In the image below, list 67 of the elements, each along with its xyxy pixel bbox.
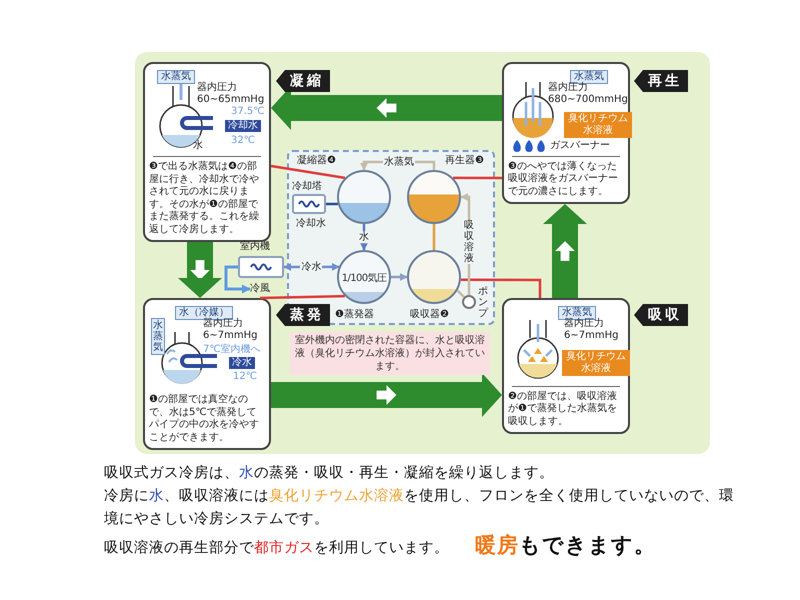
note-text: 器内圧力 6~7mmHg xyxy=(203,318,258,342)
edge-label: 水蒸気 xyxy=(383,156,415,168)
description-text: 冷房に水、吸収溶液には臭化リチウム水溶液を使用し、フロンを全く使用していないので、環境にやさしい冷房システムです。 xyxy=(104,486,734,529)
description-text: ❶の部屋では真空なので、水は5℃で蒸発してパイプの中の水を冷やすことができます。 xyxy=(149,394,260,444)
temperature-text: 32℃ xyxy=(231,135,255,147)
note-text: ガスバーナー xyxy=(550,140,610,152)
pressure-text: 1/100気圧 xyxy=(342,273,386,285)
part-label: 冷却塔 xyxy=(292,181,322,193)
part-label: 冷却水 xyxy=(296,218,326,230)
leader-line xyxy=(453,176,502,180)
vessel xyxy=(407,250,461,304)
water-tag: 冷却水 xyxy=(225,120,261,132)
flow-band-arrow xyxy=(271,376,502,417)
pipe xyxy=(432,224,436,250)
stage-tab: 凝縮 xyxy=(276,70,330,92)
pipe xyxy=(456,290,465,298)
info-card xyxy=(143,298,271,450)
pipe xyxy=(326,202,338,206)
edge-label: 水 xyxy=(358,231,370,243)
pipe xyxy=(391,273,408,281)
pipe xyxy=(224,266,251,294)
part-label: ❶蒸発器 xyxy=(335,309,374,321)
vessel xyxy=(337,250,391,304)
leader-line xyxy=(270,164,346,180)
part-label: 凝縮器❹ xyxy=(297,155,336,167)
part-label: 再生器❸ xyxy=(445,155,484,167)
info-card xyxy=(502,62,630,204)
flow-band-arrow xyxy=(178,242,222,298)
description-text: ❸のへやでは薄くなった吸収溶液をガスバーナーで元の濃さにします。 xyxy=(508,160,619,198)
flow-band-arrow xyxy=(271,92,502,130)
part-label: 室内機 xyxy=(240,241,270,253)
stage-tab: 吸収 xyxy=(634,304,688,326)
description-text: 吸収溶液の再生部分で都市ガスを利用しています。 xyxy=(104,538,449,558)
vessel xyxy=(407,170,461,224)
indoor-unit xyxy=(238,256,284,278)
temperature-text: 12℃ xyxy=(233,371,257,383)
edge-label: 吸収溶液 xyxy=(463,220,475,264)
info-card xyxy=(502,298,630,434)
cooling-tower xyxy=(292,194,326,214)
part-label: ポンプ xyxy=(478,286,488,319)
pump xyxy=(462,295,476,309)
edge-label: 冷水 xyxy=(300,261,322,273)
info-card xyxy=(143,62,271,242)
label-tag: 水蒸気 xyxy=(157,70,195,84)
part-label: 冷風 xyxy=(250,283,270,295)
description-text: ❷の部屋では、吸収溶液が❶で蒸発した水蒸気を吸収します。 xyxy=(508,390,618,428)
note-text: 器内圧力 60~65mmHg xyxy=(197,82,265,106)
temperature-text: 7℃室内機へ xyxy=(203,344,261,356)
flow-band-arrow xyxy=(543,204,587,298)
temperature-text: 37.5℃ xyxy=(231,106,264,118)
stage-tab: 蒸発 xyxy=(276,304,330,326)
note-text: 器内圧力 6~7mmHg xyxy=(564,318,620,342)
leader-line xyxy=(460,278,542,298)
note-text: 水 xyxy=(193,140,203,152)
dashed-container xyxy=(287,150,495,325)
solution-tag: 臭化リチウム水溶液 xyxy=(562,350,630,376)
water-tag: 冷水 xyxy=(229,357,255,369)
description-text: 吸収式ガス冷房は、水の蒸発・吸収・再生・凝縮を繰り返します。 xyxy=(104,464,555,483)
heating-note: 暖房もできます。 xyxy=(475,532,656,559)
solution-tag: 臭化リチウム水溶液 xyxy=(564,112,632,138)
vessel xyxy=(337,170,391,224)
stage-tab: 再生 xyxy=(634,70,688,92)
caption-note: 室外機内の密閉された容器に、水と吸収溶液（臭化リチウム水溶液）が封入されています。 xyxy=(290,332,490,375)
leader-line xyxy=(260,294,345,300)
label-tag: 水蒸気 xyxy=(151,318,165,355)
part-label: 吸収器❷ xyxy=(410,309,449,321)
description-text: ❸で出る水蒸気は❹の部屋に行き、冷却水で冷やされて元の水に戻ります。その水が❶の部屋でまた蒸発する。これを繰返して冷房します。 xyxy=(149,161,260,236)
